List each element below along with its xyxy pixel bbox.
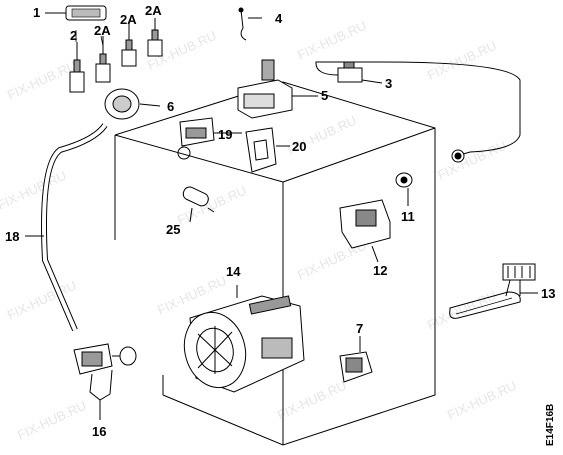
label-part-3: 3 [385,76,392,91]
label-part-18: 18 [5,229,19,244]
part-6-pressure-chamber [104,88,161,120]
label-part-14: 14 [226,264,241,279]
part-20-gasket [245,127,290,173]
part-18-hose [25,123,108,332]
label-part-19: 19 [218,127,232,142]
watermark: FIX-HUB.RU [425,38,499,83]
diagram-code: E14F16B [545,404,556,446]
label-part-13: 13 [541,286,555,301]
label-part-4: 4 [275,11,283,26]
part-4-sensor [238,7,262,41]
label-part-11: 11 [401,209,415,224]
part-13-heater [449,263,538,319]
part-1-filter [45,5,107,21]
label-part-2a: 2A [94,23,111,38]
label-part-25: 25 [166,222,180,237]
watermark: FIX-HUB.RU [435,138,509,183]
leader-lines [75,20,156,47]
part-labels: 1 2 2A 2A 2A 3 4 5 6 7 11 12 13 14 16 18… [5,3,555,439]
part-7-valve [339,336,373,383]
part-25-capacitor [182,186,215,223]
watermark: FIX-HUB.RU [0,168,69,213]
label-part-2a: 2A [120,12,137,27]
watermark: FIX-HUB.RU [275,378,349,423]
part-3-thermostat [315,61,521,163]
label-part-5: 5 [321,88,328,103]
watermark: FIX-HUB.RU [15,398,89,443]
label-part-20: 20 [292,139,306,154]
part-2-switches [69,18,163,93]
part-16-drain-pump [73,343,137,420]
watermark: FIX-HUB.RU [5,58,79,103]
part-12-switch [339,199,391,263]
label-part-16: 16 [92,424,106,439]
label-part-2: 2 [70,28,77,43]
label-part-6: 6 [167,99,174,114]
label-part-2a: 2A [145,3,162,18]
part-19-door-lock [177,117,242,160]
label-part-1: 1 [33,5,40,20]
watermark: FIX-HUB.RU [445,378,519,423]
watermark: FIX-HUB.RU [295,18,369,63]
label-part-7: 7 [356,321,363,336]
part-11-grommet [395,172,413,206]
label-part-12: 12 [373,263,387,278]
part-5-programmer [237,59,318,119]
part-14-motor [183,285,305,393]
